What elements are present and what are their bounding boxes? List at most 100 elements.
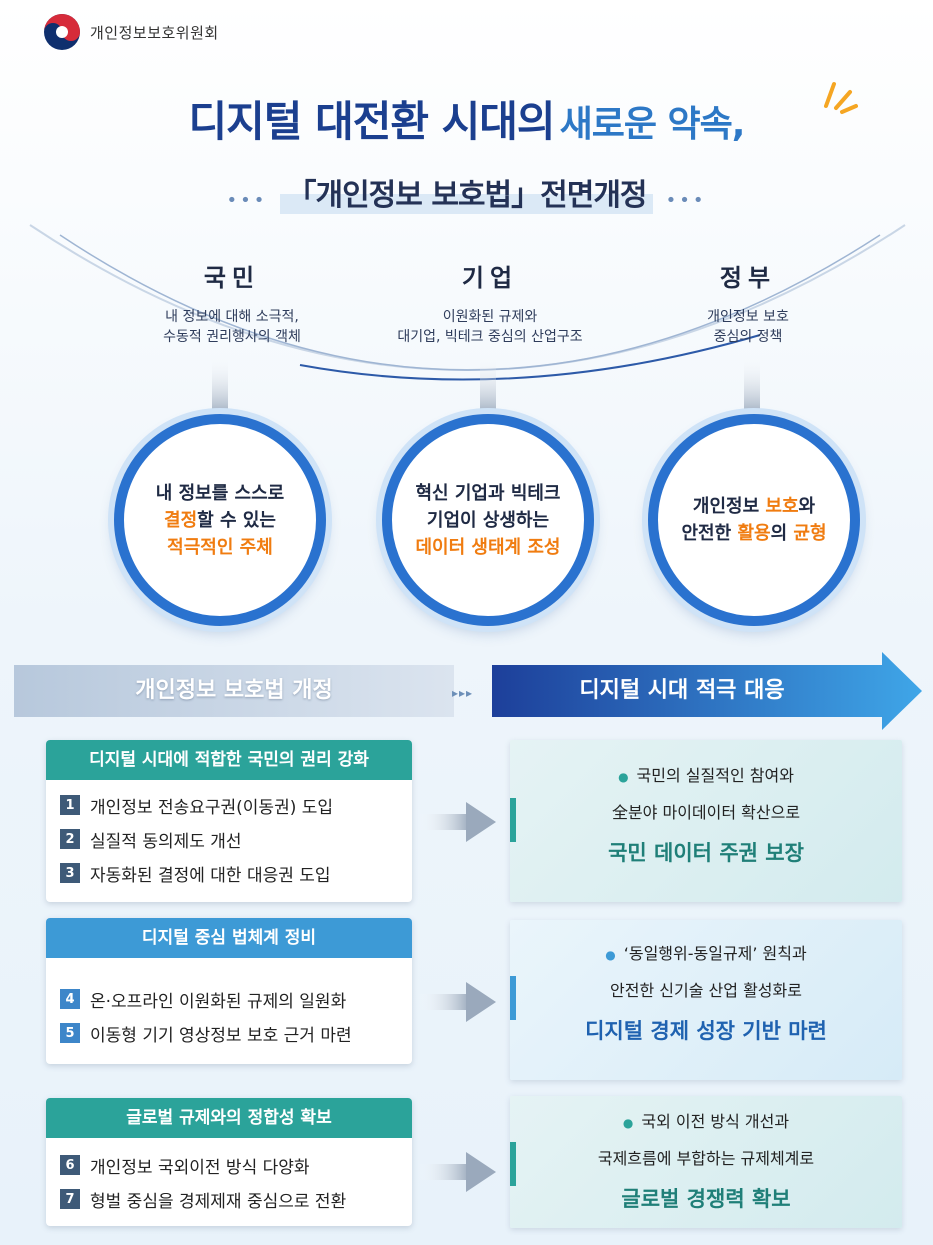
outcome-line-1: ● 국민의 실질적인 참여와 xyxy=(510,758,902,795)
text: 국외 이전 방식 개선과 xyxy=(641,1112,790,1131)
dots-left: ••• xyxy=(226,190,268,211)
title-light: 새로운 약속, xyxy=(559,104,746,145)
item-text: 형벌 중심을 경제제재 중심으로 전환 xyxy=(90,1191,347,1212)
banner-arrows: ▸▸▸ xyxy=(452,686,474,700)
card-head: 글로벌 규제와의 정합성 확보 xyxy=(46,1098,412,1138)
circle-line-2: 안전한 활용의 균형 xyxy=(681,520,826,547)
list-item: 2 실질적 동의제도 개선 xyxy=(46,822,412,856)
banner-arrow-shape xyxy=(492,652,922,730)
accent-bar xyxy=(510,798,516,842)
outcome-line-2: 국제흐름에 부합하는 규제체계로 xyxy=(597,1148,815,1168)
highlight: 결정 xyxy=(164,509,198,531)
item-text: 실질적 동의제도 개선 xyxy=(90,831,242,852)
circle-government: 개인정보 보호와 안전한 활용의 균형 xyxy=(648,414,860,626)
outcome-strong: 글로벌 경쟁력 확보 xyxy=(621,1186,791,1211)
list-item: 4 온·오프라인 이원화된 규제의 일원화 xyxy=(46,982,412,1016)
outcome-box-sovereignty: ● 국민의 실질적인 참여와 全분야 마이데이터 확산으로 국민 데이터 주권 보… xyxy=(510,740,902,902)
arrow-right-icon xyxy=(418,1152,496,1192)
num-badge: 1 xyxy=(60,795,80,815)
text: 안전한 xyxy=(681,523,738,544)
text: 의 xyxy=(770,523,794,544)
outcome-line-2: 全분야 마이데이터 확산으로 xyxy=(611,802,801,822)
outcome-box-economy: ● ‘동일행위-동일규제’ 원칙과 안전한 신기술 산업 활성화로 디지털 경제 … xyxy=(510,920,902,1080)
group-citizen: 국민 내 정보에 대해 소극적, 수동적 권리행사의 객체 xyxy=(102,258,362,347)
circle-line-2: 기업이 상생하는 xyxy=(426,509,550,531)
bullet-icon: ● xyxy=(622,1115,634,1130)
outcome-strong: 국민 데이터 주권 보장 xyxy=(608,840,804,865)
list-item: 5 이동형 기기 영상정보 보호 근거 마련 xyxy=(46,1016,412,1050)
circle-line-3: 데이터 생태계 조성 xyxy=(415,536,561,558)
card-head: 디지털 시대에 적합한 국민의 권리 강화 xyxy=(46,740,412,780)
group-desc-1: 내 정보에 대해 소극적, xyxy=(165,309,299,325)
circle-citizen: 내 정보를 스스로 결정할 수 있는 적극적인 주체 xyxy=(114,414,326,626)
item-text: 개인정보 국외이전 방식 다양화 xyxy=(90,1157,310,1178)
arrow-right-icon xyxy=(418,982,496,1022)
group-desc-1: 개인정보 보호 xyxy=(707,309,789,325)
text: 국민의 실질적인 참여와 xyxy=(636,766,794,785)
accent-bar xyxy=(510,976,516,1020)
page-subtitle: ••• 「개인정보 보호법」전면개정 ••• xyxy=(0,170,933,214)
item-text: 온·오프라인 이원화된 규제의 일원화 xyxy=(90,991,347,1012)
card-head: 디지털 중심 법체계 정비 xyxy=(46,918,412,958)
text: 할 수 있는 xyxy=(197,509,276,531)
taegeuk-logo-icon xyxy=(44,14,80,50)
section-card-legal: 디지털 중심 법체계 정비 4 온·오프라인 이원화된 규제의 일원화 5 이동형 … xyxy=(46,918,412,1064)
org-logo: 개인정보보호위원회 xyxy=(42,12,219,52)
group-title: 국민 xyxy=(203,264,261,292)
num-badge: 4 xyxy=(60,989,80,1009)
group-desc-2: 수동적 권리행사의 객체 xyxy=(163,329,301,345)
group-desc-2: 중심의 정책 xyxy=(713,329,783,345)
item-text: 이동형 기기 영상정보 보호 근거 마련 xyxy=(90,1025,352,1046)
bullet-icon: ● xyxy=(618,769,629,784)
page-title: 디지털 대전환 시대의 새로운 약속, xyxy=(0,88,933,149)
group-desc-1: 이원화된 규제와 xyxy=(442,309,538,325)
list-item: 6 개인정보 국외이전 방식 다양화 xyxy=(46,1148,412,1182)
subtitle-text: 「개인정보 보호법」전면개정 xyxy=(280,170,653,214)
group-title: 기업 xyxy=(461,264,519,292)
text: 와 xyxy=(798,496,816,517)
circle-company: 혁신 기업과 빅테크 기업이 상생하는 데이터 생태계 조성 xyxy=(382,414,594,626)
num-badge: 6 xyxy=(60,1155,80,1175)
outcome-line-1: ● ‘동일행위-동일규제’ 원칙과 xyxy=(510,936,902,973)
section-card-global: 글로벌 규제와의 정합성 확보 6 개인정보 국외이전 방식 다양화 7 형벌 중심… xyxy=(46,1098,412,1226)
outcome-line-2: 안전한 신기술 산업 활성화로 xyxy=(610,980,802,1000)
text: ‘동일행위-동일규제’ 원칙과 xyxy=(623,944,807,963)
dots-right: ••• xyxy=(665,190,707,211)
circle-line-1: 개인정보 보호와 xyxy=(693,493,815,520)
circle-line-1: 내 정보를 스스로 xyxy=(155,482,285,504)
outcome-line-1: ● 국외 이전 방식 개선과 xyxy=(510,1104,902,1141)
group-desc-2: 대기업, 빅테크 중심의 산업구조 xyxy=(397,329,583,345)
list-item: 3 자동화된 결정에 대한 대응권 도입 xyxy=(46,856,412,890)
circle-line-1: 혁신 기업과 빅테크 xyxy=(415,482,561,504)
banner-right-text: 디지털 시대 적극 대응 xyxy=(579,678,785,703)
num-badge: 7 xyxy=(60,1189,80,1209)
title-strong: 디지털 대전환 시대의 xyxy=(188,97,556,146)
outcome-strong: 디지털 경제 성장 기반 마련 xyxy=(585,1018,827,1043)
list-item: 7 형벌 중심을 경제제재 중심으로 전환 xyxy=(46,1182,412,1216)
text: 개인정보 xyxy=(692,496,766,517)
highlight: 보호 xyxy=(765,496,799,517)
group-government: 정부 개인정보 보호 중심의 정책 xyxy=(618,258,878,347)
group-company: 기업 이원화된 규제와 대기업, 빅테크 중심의 산업구조 xyxy=(360,258,620,347)
num-badge: 3 xyxy=(60,863,80,883)
section-card-rights: 디지털 시대에 적합한 국민의 권리 강화 1 개인정보 전송요구권(이동권) 도… xyxy=(46,740,412,902)
highlight: 활용 xyxy=(737,523,771,544)
accent-bar xyxy=(510,1142,516,1186)
highlight: 균형 xyxy=(793,523,827,544)
circle-line-3: 적극적인 주체 xyxy=(167,536,273,558)
sparkle-icon xyxy=(824,82,858,114)
arrow-right-icon xyxy=(418,802,496,842)
num-badge: 5 xyxy=(60,1023,80,1043)
group-title: 정부 xyxy=(719,264,777,292)
circle-line-2: 결정할 수 있는 xyxy=(164,507,276,534)
item-text: 자동화된 결정에 대한 대응권 도입 xyxy=(90,865,331,886)
item-text: 개인정보 전송요구권(이동권) 도입 xyxy=(90,797,334,818)
banner-digital-response: 디지털 시대 적극 대응 xyxy=(492,652,922,730)
org-name: 개인정보보호위원회 xyxy=(90,23,219,42)
list-item: 1 개인정보 전송요구권(이동권) 도입 xyxy=(46,788,412,822)
outcome-box-global: ● 국외 이전 방식 개선과 국제흐름에 부합하는 규제체계로 글로벌 경쟁력 확… xyxy=(510,1096,902,1228)
num-badge: 2 xyxy=(60,829,80,849)
banner-law-revision: 개인정보 보호법 개정 xyxy=(14,665,454,717)
bullet-icon: ● xyxy=(605,947,616,962)
decorative-arc xyxy=(29,224,906,381)
